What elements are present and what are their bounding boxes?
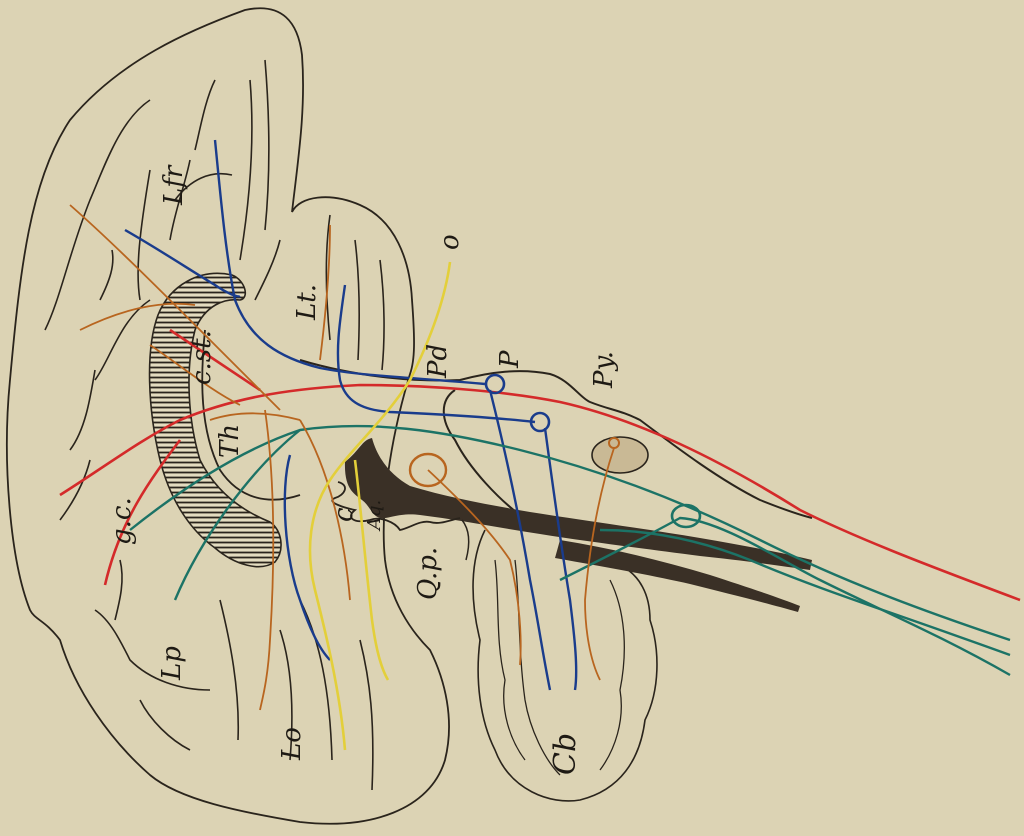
label-aq: Aq. — [364, 500, 385, 532]
label-py: Py. — [589, 351, 619, 389]
label-lp: Lp — [157, 646, 187, 681]
label-cb: Cb — [548, 733, 583, 775]
label-th: Th — [215, 424, 245, 458]
label-lfr: Lfr — [159, 164, 189, 206]
label-c: c — [329, 507, 359, 522]
label-lt: Lt. — [292, 284, 322, 321]
label-o: o — [435, 234, 465, 250]
label-qp: Q.p. — [413, 547, 443, 600]
label-p: P — [495, 350, 525, 369]
pyramid-ellipse — [592, 437, 648, 473]
label-lo: Lo — [277, 727, 307, 761]
label-gc: g.c. — [107, 497, 137, 545]
label-cst: c.st. — [187, 330, 217, 385]
label-pd: Pd — [423, 344, 453, 379]
